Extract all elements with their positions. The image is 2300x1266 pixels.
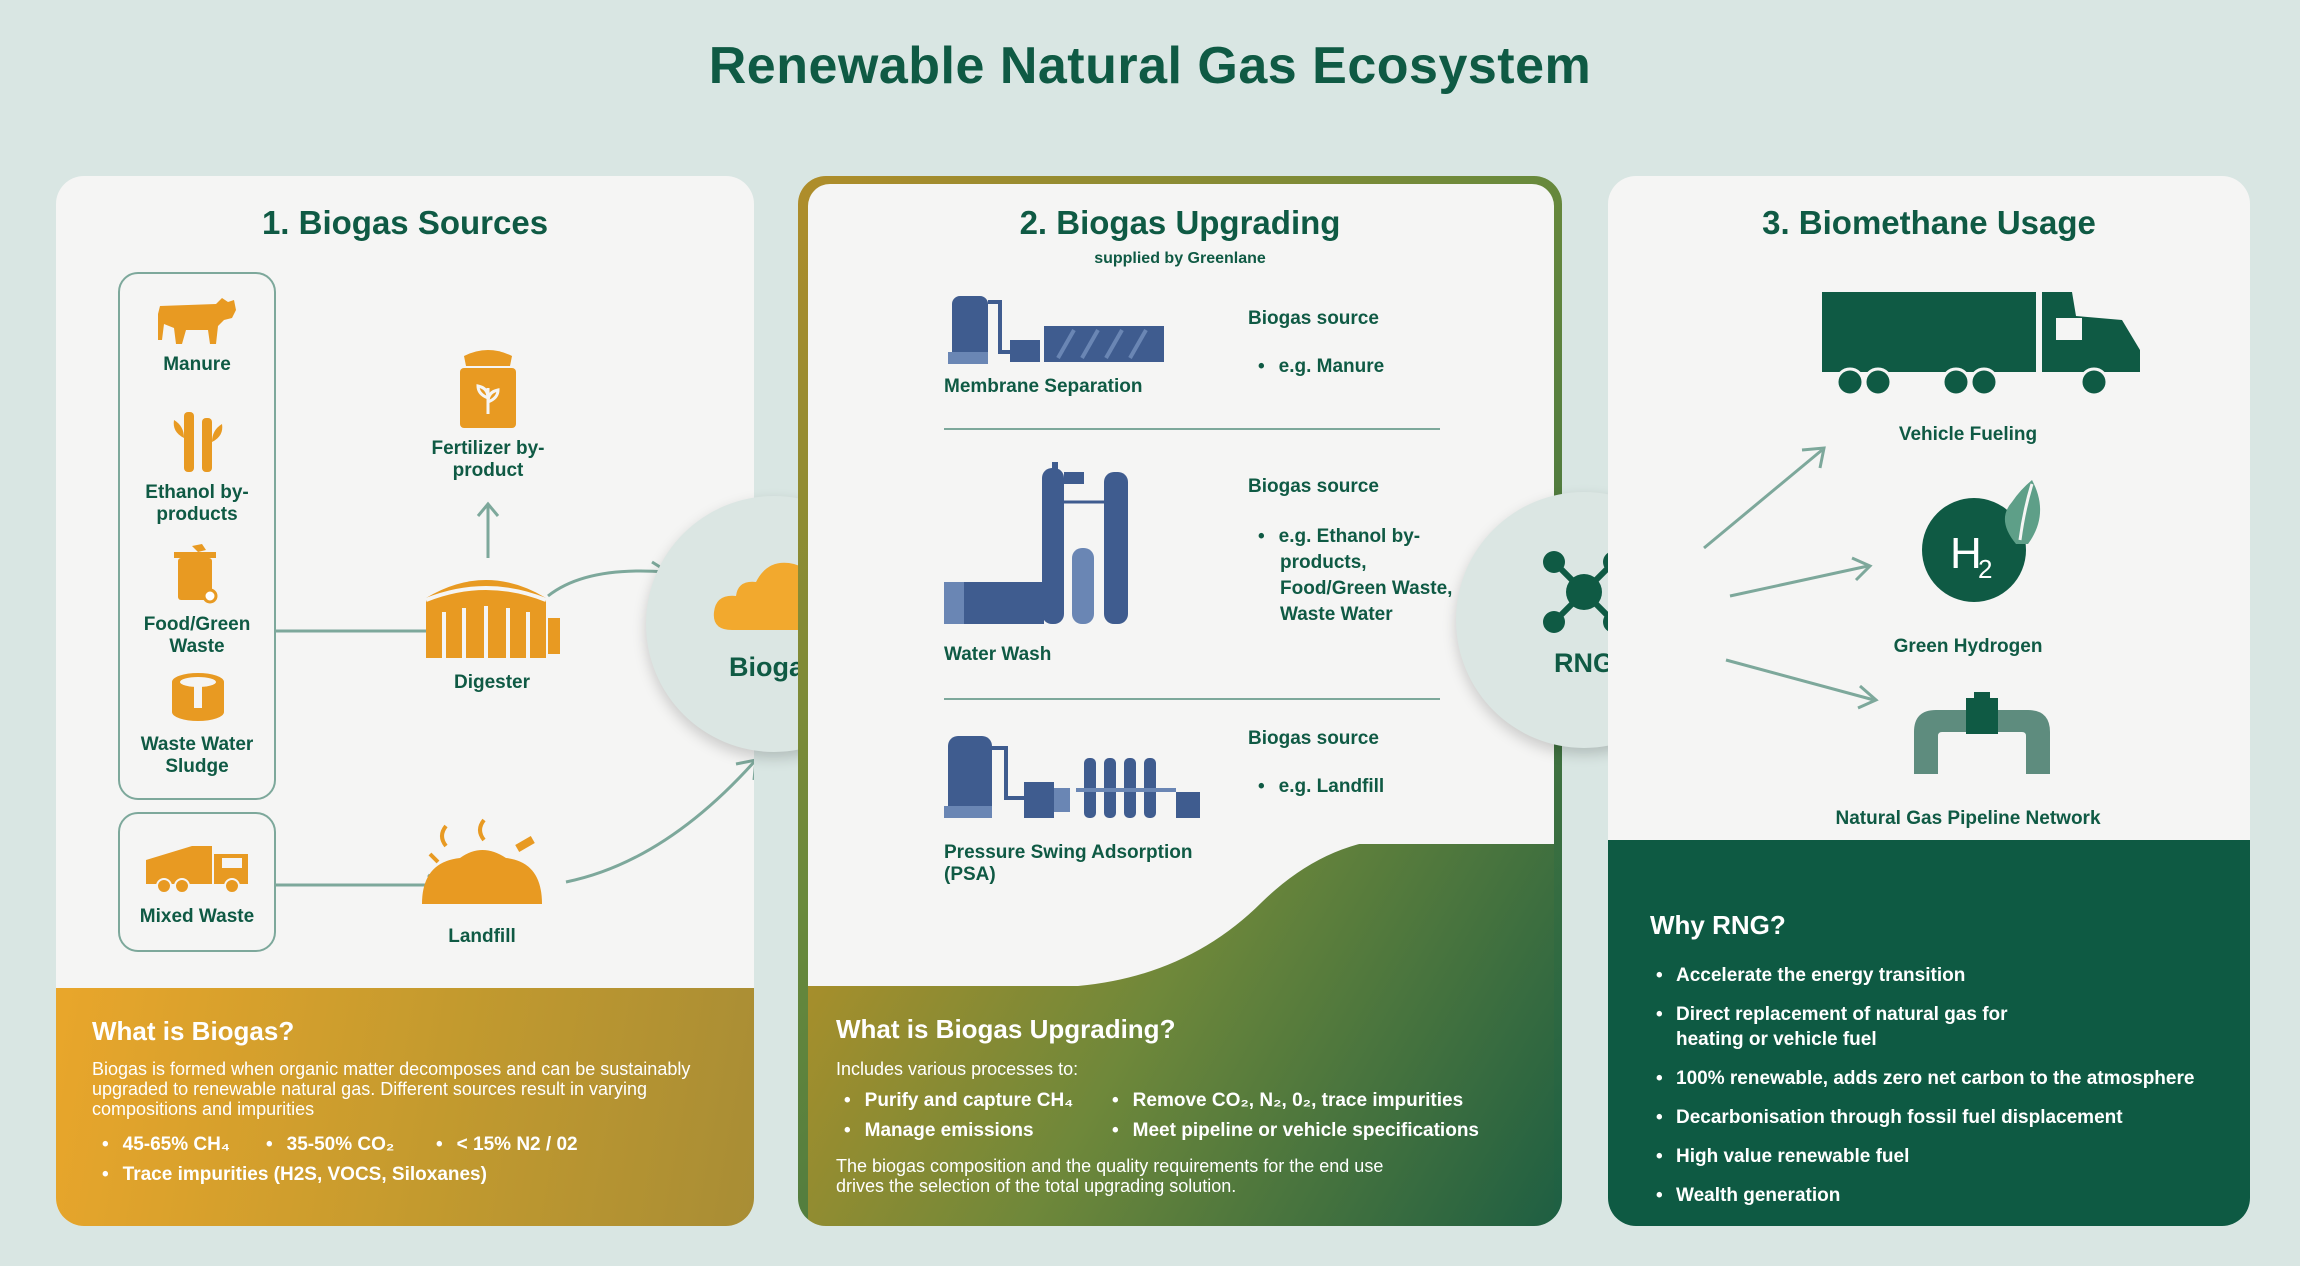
panel-subheading: supplied by Greenlane: [1094, 250, 1266, 267]
sources-group: [118, 272, 276, 800]
landfill-label: Landfill: [448, 926, 516, 947]
pipeline-icon: [1914, 692, 2050, 774]
truck-icon: [1822, 292, 2146, 397]
cow-icon: [158, 298, 236, 344]
landfill-icon: [422, 818, 542, 904]
biogas-upgrading-panel: 2. Biogas Upgrading supplied by Greenlan…: [798, 176, 1562, 1226]
wave-mask: [808, 836, 1554, 986]
divider: [944, 698, 1440, 700]
arrow-icon: [1729, 556, 1873, 598]
what-is-upgrading-section: What is Biogas Upgrading? Includes vario…: [836, 1014, 1175, 1080]
bin-icon: [174, 544, 218, 604]
source-label-manure: Manure: [163, 354, 231, 375]
source-item: e.g. Ethanol by-products, Food/Green Was…: [1258, 524, 1458, 628]
source-title: Biogas source: [1248, 728, 1379, 749]
section-text: Biogas is formed when organic matter dec…: [92, 1059, 691, 1119]
bullet-item: 35-50% CO₂: [266, 1134, 395, 1156]
source-item: e.g. Landfill: [1258, 776, 1385, 798]
arrow-up-icon: [476, 501, 500, 558]
process-name: Membrane Separation: [944, 376, 1143, 397]
water-wash-icon: [944, 462, 1128, 624]
panel-heading: 3. Biomethane Usage: [1762, 204, 2096, 241]
arrow-icon: [1725, 658, 1879, 710]
why-item: Wealth generation: [1650, 1183, 2208, 1208]
divider: [944, 428, 1440, 430]
source-item: e.g. Manure: [1258, 356, 1385, 378]
panel-heading: 2. Biogas Upgrading: [1019, 204, 1341, 241]
biomethane-usage-panel: 3. Biomethane Usage Vehicle Fueling H 2 …: [1608, 176, 2250, 1226]
why-item: Accelerate the energy transition: [1650, 963, 2208, 988]
source-title: Biogas source: [1248, 308, 1379, 329]
usage-label: Green Hydrogen: [1893, 636, 2043, 657]
why-rng-section: Why RNG? Accelerate the energy transitio…: [1608, 840, 2250, 1226]
process-name: Pressure Swing Adsorption (PSA): [944, 842, 1193, 885]
panel-heading: 1. Biogas Sources: [261, 204, 549, 241]
section-closing: The biogas composition and the quality r…: [836, 1156, 1384, 1196]
bullet-item: Manage emissions: [844, 1120, 1034, 1142]
section-title: Why RNG?: [1650, 910, 1786, 940]
why-item: High value renewable fuel: [1650, 1144, 2208, 1169]
source-label-mixed: Mixed Waste: [139, 906, 255, 927]
source-label-sludge: Waste Water Sludge: [140, 734, 254, 777]
source-label-ethanol: Ethanol by-products: [145, 482, 249, 525]
source-label-food: Food/Green Waste: [143, 614, 251, 657]
h2-text: H: [1950, 529, 1982, 578]
mixed-waste-group: [118, 812, 276, 952]
arrow-icon: [565, 758, 754, 884]
fertilizer-bag-icon: [460, 350, 516, 428]
bullet-item: Meet pipeline or vehicle specifications: [1112, 1120, 1479, 1142]
hydrogen-icon: H 2: [1922, 480, 2041, 602]
why-item: Decarbonisation through fossil fuel disp…: [1650, 1105, 2208, 1130]
usage-label: Natural Gas Pipeline Network: [1835, 808, 2101, 829]
molecule-icon: [1543, 551, 1625, 633]
arrow-icon: [1703, 446, 1826, 550]
biogas-sources-panel: 1. Biogas Sources Manure Ethanol by-prod…: [56, 176, 754, 1226]
psa-icon: [944, 736, 1200, 818]
source-title: Biogas source: [1248, 476, 1379, 497]
section-intro: Includes various processes to:: [836, 1059, 1079, 1079]
bullet-item: Trace impurities (H2S, VOCS, Siloxanes): [102, 1164, 487, 1186]
usage-label: Vehicle Fueling: [1898, 424, 2038, 445]
bullet-item: Purify and capture CH₄: [844, 1090, 1074, 1112]
section-title: What is Biogas?: [92, 1016, 295, 1046]
rng-label: RNG: [1554, 648, 1614, 678]
bullet-item: Remove CO₂, N₂, 0₂, trace impurities: [1112, 1090, 1464, 1112]
digester-icon: [425, 580, 560, 658]
digester-label: Digester: [453, 672, 531, 693]
membrane-separation-icon: [948, 296, 1164, 364]
what-is-biogas-section: What is Biogas? Biogas is formed when or…: [56, 988, 754, 1226]
corn-icon: [173, 412, 223, 472]
bullet-item: 45-65% CH₄: [102, 1134, 230, 1156]
page-title: Renewable Natural Gas Ecosystem: [708, 37, 1592, 95]
process-name: Water Wash: [944, 644, 1052, 665]
sludge-icon: [172, 673, 224, 721]
h2-subscript: 2: [1978, 554, 1992, 584]
section-title: What is Biogas Upgrading?: [836, 1014, 1176, 1044]
why-item: 100% renewable, adds zero net carbon to …: [1650, 1066, 2208, 1091]
why-item: Direct replacement of natural gas for he…: [1650, 1002, 2070, 1052]
bullet-item: < 15% N2 / 02: [436, 1134, 578, 1156]
garbage-truck-icon: [146, 846, 248, 894]
fertilizer-label: Fertilizer by-product: [431, 438, 545, 481]
